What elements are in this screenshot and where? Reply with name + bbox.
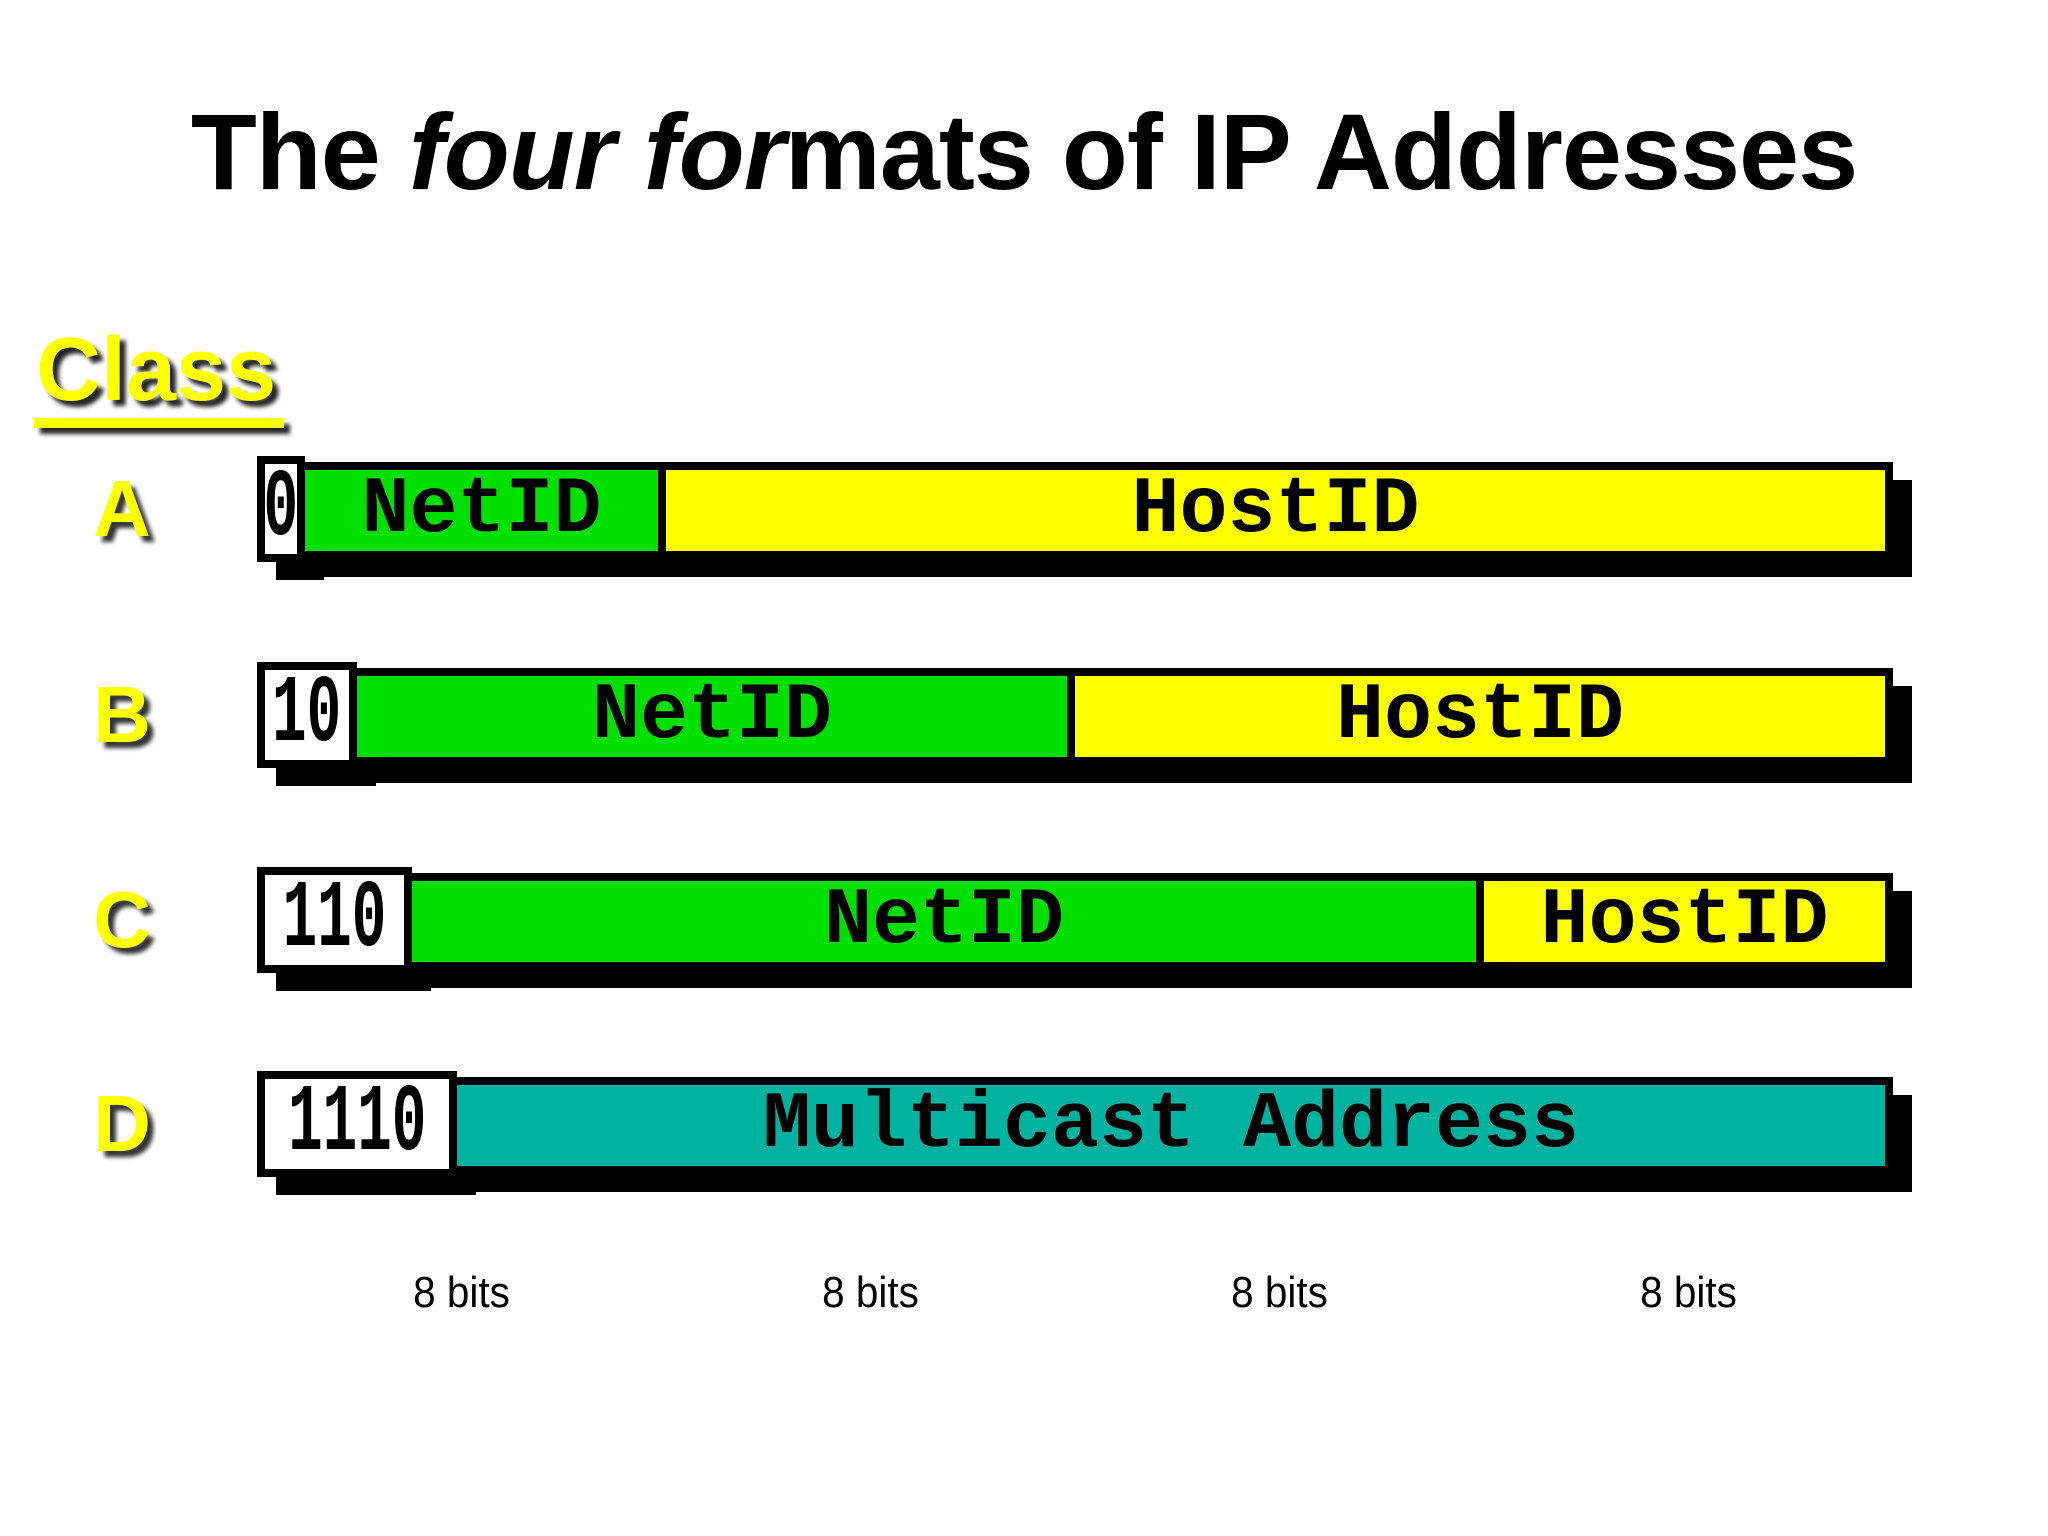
- class-d-address-bar: 1110 Multicast Address: [257, 1071, 1893, 1177]
- class-a-netid-box: NetID: [297, 462, 666, 559]
- bit-label-octet-1: 8 bits: [413, 1268, 510, 1317]
- class-b-letter: B: [93, 670, 151, 759]
- class-d-multicast-label: Multicast Address: [762, 1080, 1580, 1171]
- title-segment-regular: mats of IP Addresses: [784, 91, 1858, 212]
- class-b-address-bar: 10 NetID HostID: [257, 662, 1893, 768]
- class-d-prefix-bits: 1110: [287, 1069, 427, 1178]
- class-b-prefix-bits: 10: [272, 660, 342, 769]
- class-a-row: A 0 NetID HostID: [0, 456, 2048, 562]
- title-segment-regular: The: [190, 91, 409, 212]
- class-heading-label: Class: [34, 325, 285, 428]
- page-title: The four formats of IP Addresses: [0, 84, 2048, 219]
- bit-label-octet-4: 8 bits: [1640, 1268, 1737, 1317]
- bit-label-octet-2: 8 bits: [822, 1268, 919, 1317]
- class-c-netid-box: NetID: [404, 873, 1484, 970]
- class-d-multicast-box: Multicast Address: [449, 1077, 1893, 1174]
- class-c-prefix-box: 110: [257, 867, 412, 973]
- class-c-row: C 110 NetID HostID: [0, 867, 2048, 973]
- class-d-row: D 1110 Multicast Address: [0, 1071, 2048, 1177]
- class-a-prefix-box: 0: [257, 456, 305, 562]
- class-c-prefix-bits: 110: [282, 865, 387, 974]
- class-column-heading: Class: [34, 325, 285, 428]
- class-c-letter: C: [93, 875, 151, 964]
- class-b-row: B 10 NetID HostID: [0, 662, 2048, 768]
- class-d-prefix-box: 1110: [257, 1071, 457, 1177]
- class-a-hostid-label: HostID: [1131, 465, 1420, 556]
- class-d-letter: D: [93, 1079, 151, 1168]
- bit-width-ruler: 8 bits 8 bits 8 bits 8 bits: [257, 1268, 1893, 1318]
- class-c-hostid-box: HostID: [1476, 873, 1893, 970]
- class-b-hostid-label: HostID: [1335, 671, 1625, 762]
- class-b-hostid-box: HostID: [1067, 668, 1893, 765]
- bit-label-octet-3: 8 bits: [1231, 1268, 1328, 1317]
- class-a-netid-label: NetID: [361, 465, 602, 556]
- class-b-prefix-box: 10: [257, 662, 357, 768]
- class-b-netid-box: NetID: [349, 668, 1075, 765]
- class-c-address-bar: 110 NetID HostID: [257, 867, 1893, 973]
- class-a-hostid-box: HostID: [658, 462, 1893, 559]
- title-segment-italic: four for: [408, 91, 786, 212]
- class-c-hostid-label: HostID: [1540, 876, 1829, 967]
- class-c-netid-label: NetID: [823, 876, 1065, 967]
- class-a-prefix-bits: 0: [263, 454, 299, 563]
- class-a-address-bar: 0 NetID HostID: [257, 456, 1893, 562]
- class-a-letter: A: [93, 464, 151, 553]
- class-b-netid-label: NetID: [591, 671, 833, 762]
